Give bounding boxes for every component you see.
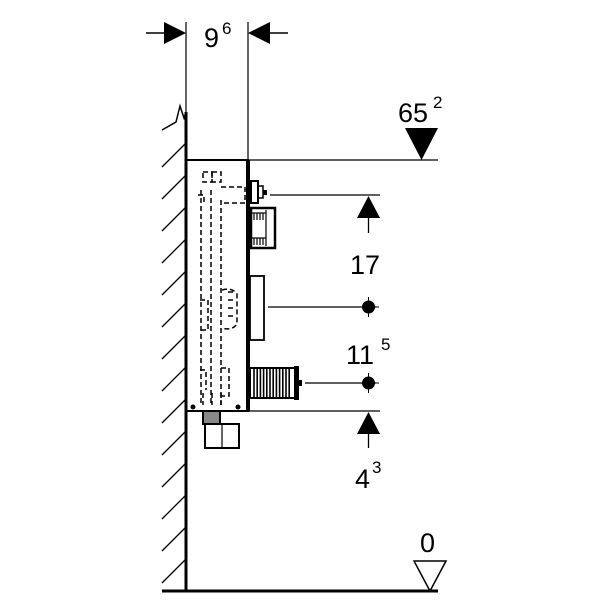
frame-depth-sup: 6 [222, 19, 231, 38]
arrow-up-icon [357, 196, 380, 218]
top-height-sup: 2 [433, 93, 442, 112]
middle-span-sup: 5 [381, 335, 390, 354]
flush-valve-box [249, 206, 277, 250]
arrow-left-icon [248, 22, 270, 44]
upper-fittings [249, 180, 277, 250]
wall-hatching [161, 142, 187, 584]
frame-depth-value: 9 [204, 23, 219, 53]
lower-span-sup: 3 [372, 458, 381, 477]
vertical-dimension-chain: 17 11 5 4 3 [248, 194, 390, 494]
floor-level-value: 0 [420, 528, 435, 558]
frame-foot-right [235, 404, 241, 410]
mounting-bracket [249, 275, 265, 341]
top-height-value: 65 [398, 98, 428, 128]
level-triangle-filled-icon [405, 128, 438, 160]
top-level-marker: 65 2 [248, 93, 442, 161]
level-triangle-outline-icon [412, 560, 448, 593]
middle-span-value: 11 [346, 340, 374, 370]
internal-pipework [198, 171, 246, 405]
wall-break-symbol [161, 103, 187, 131]
arrow-right-icon [164, 22, 186, 44]
drain-nipple [202, 410, 221, 425]
installation-frame [185, 159, 250, 449]
frame-foot-left [190, 404, 196, 410]
wall [161, 103, 188, 592]
lower-span-value: 4 [355, 464, 370, 494]
arrow-up-icon [357, 412, 380, 434]
upper-span-value: 17 [350, 250, 380, 280]
floor-level-marker: 0 [412, 528, 448, 593]
threaded-connection [249, 366, 302, 400]
frame-outline [185, 159, 249, 412]
frame-depth-dimension: 9 6 [146, 19, 288, 160]
